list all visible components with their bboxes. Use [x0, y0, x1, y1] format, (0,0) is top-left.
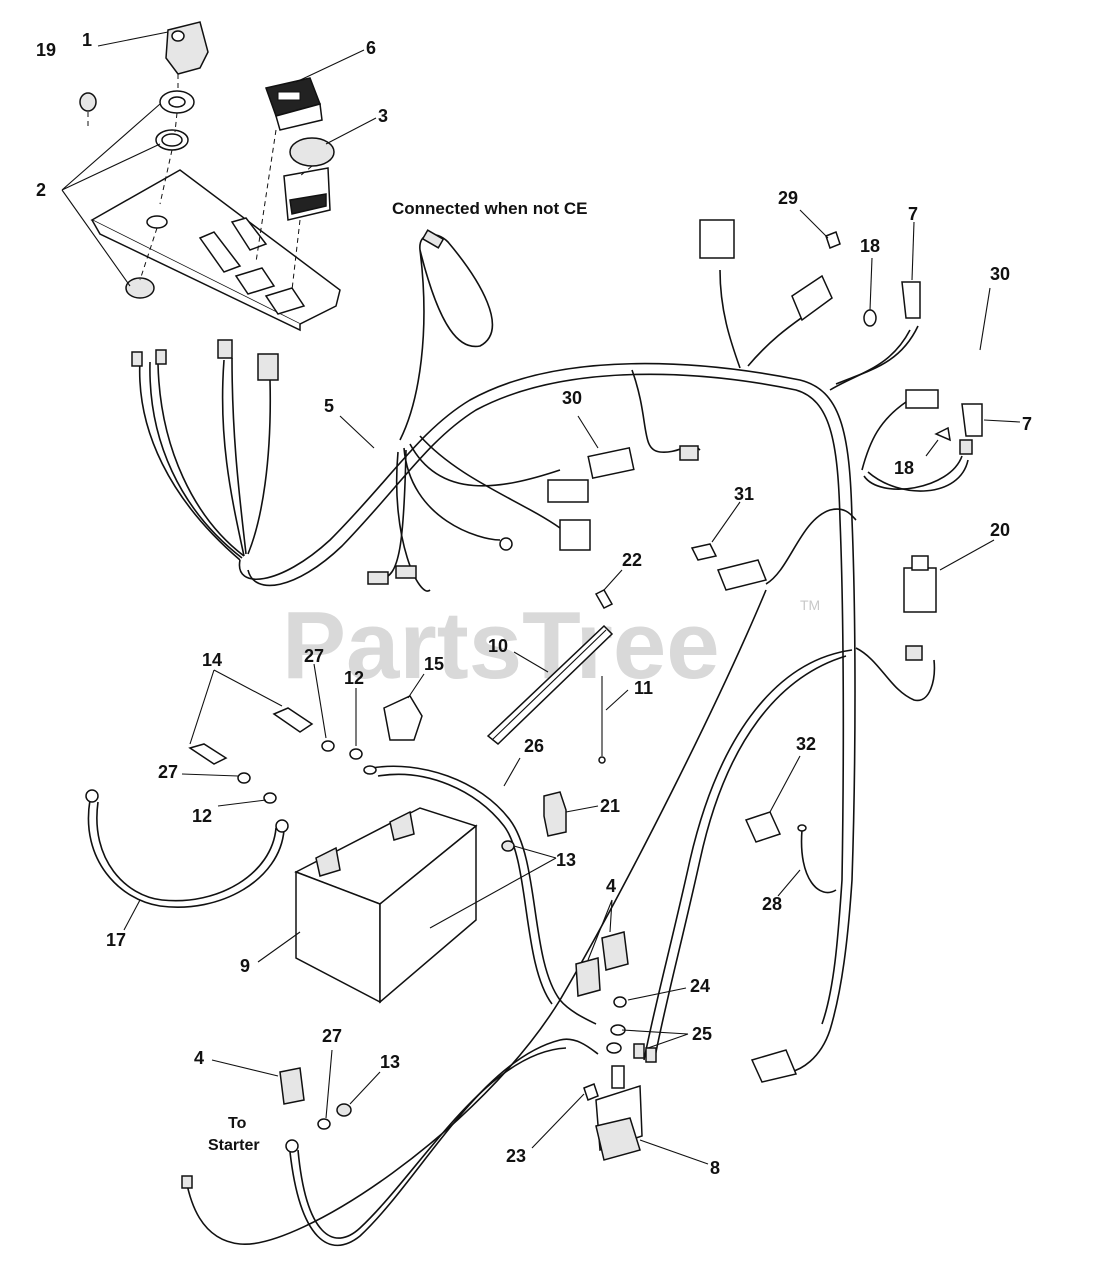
boot-part-21 [543, 791, 567, 837]
callout-4-lower: 4 [194, 1048, 204, 1068]
callout-4-upper: 4 [606, 876, 616, 896]
callout-20: 20 [990, 520, 1010, 540]
callout-5: 5 [324, 396, 334, 416]
callout-30-left: 30 [562, 388, 582, 408]
washers-parts-27-12 [237, 740, 363, 804]
callout-27-mid: 27 [158, 762, 178, 782]
callout-32: 32 [796, 734, 816, 754]
dash-harness-branch [131, 339, 279, 561]
key-switch-part-1 [165, 21, 209, 75]
hold-down-part-15 [383, 695, 423, 741]
callout-21: 21 [600, 796, 620, 816]
note-connected-when-not-ce: Connected when not CE [392, 199, 588, 218]
callout-13-lower: 13 [380, 1052, 400, 1072]
callout-26: 26 [524, 736, 544, 756]
holder-part-10 [486, 624, 614, 745]
screw-part-22 [594, 589, 614, 609]
callout-12-lower: 12 [192, 806, 212, 826]
callout-22: 22 [622, 550, 642, 570]
watermark: PartsTree [282, 592, 720, 699]
callout-29: 29 [778, 188, 798, 208]
screw-part-18 [863, 309, 951, 442]
screw-part-23 [583, 1083, 599, 1101]
solenoid-part-8 [595, 1065, 643, 1161]
callout-3: 3 [378, 106, 388, 126]
callout-27-lower: 27 [322, 1026, 342, 1046]
callout-1: 1 [82, 30, 92, 50]
callout-18-upper: 18 [860, 236, 880, 256]
callout-19: 19 [36, 40, 56, 60]
battery-part-9 [294, 807, 478, 1004]
callout-6: 6 [366, 38, 376, 58]
callout-7-lower: 7 [1022, 414, 1032, 434]
connector-part-29 [825, 231, 841, 249]
callout-8: 8 [710, 1158, 720, 1178]
note-to-starter-line2: Starter [208, 1137, 260, 1154]
main-wire-harness-part-5 [181, 219, 983, 1245]
callout-12-upper: 12 [344, 668, 364, 688]
rocker-switch-part-6 [265, 77, 323, 131]
callout-28: 28 [762, 894, 782, 914]
callout-15: 15 [424, 654, 444, 674]
pto-switch-part-3 [283, 137, 335, 221]
note-to-starter-line1: To [228, 1115, 247, 1132]
starter-cable [285, 1038, 599, 1247]
callout-24: 24 [690, 976, 710, 996]
hardware-parts-24-25 [606, 996, 657, 1063]
nut-washer-part-2 [125, 90, 195, 299]
cable-part-26 [363, 765, 597, 1025]
callout-27-upper: 27 [304, 646, 324, 666]
dash-panel [90, 169, 341, 332]
callout-7-upper: 7 [908, 204, 918, 224]
cable-part-17 [85, 789, 289, 908]
callout-17: 17 [106, 930, 126, 950]
wire-part-28 [797, 824, 837, 894]
callout-2: 2 [36, 180, 46, 200]
callout-11: 11 [634, 678, 653, 698]
callout-13-upper: 13 [556, 850, 576, 870]
clip-part-32 [744, 811, 782, 843]
callout-10: 10 [488, 636, 508, 656]
watermark-trademark: TM [800, 597, 820, 613]
callout-23: 23 [506, 1146, 526, 1166]
terminal-boot-part-4 [279, 931, 629, 1105]
cable-tie-part-11 [598, 676, 606, 764]
plug-part-19 [79, 92, 97, 112]
callout-14: 14 [202, 650, 222, 670]
washer-part-27-lower [317, 1118, 331, 1130]
callout-31: 31 [734, 484, 754, 504]
callout-25: 25 [692, 1024, 712, 1044]
callout-30-right: 30 [990, 264, 1010, 284]
bolt-part-14 [188, 707, 314, 765]
callout-9: 9 [240, 956, 250, 976]
callout-18-lower: 18 [894, 458, 914, 478]
